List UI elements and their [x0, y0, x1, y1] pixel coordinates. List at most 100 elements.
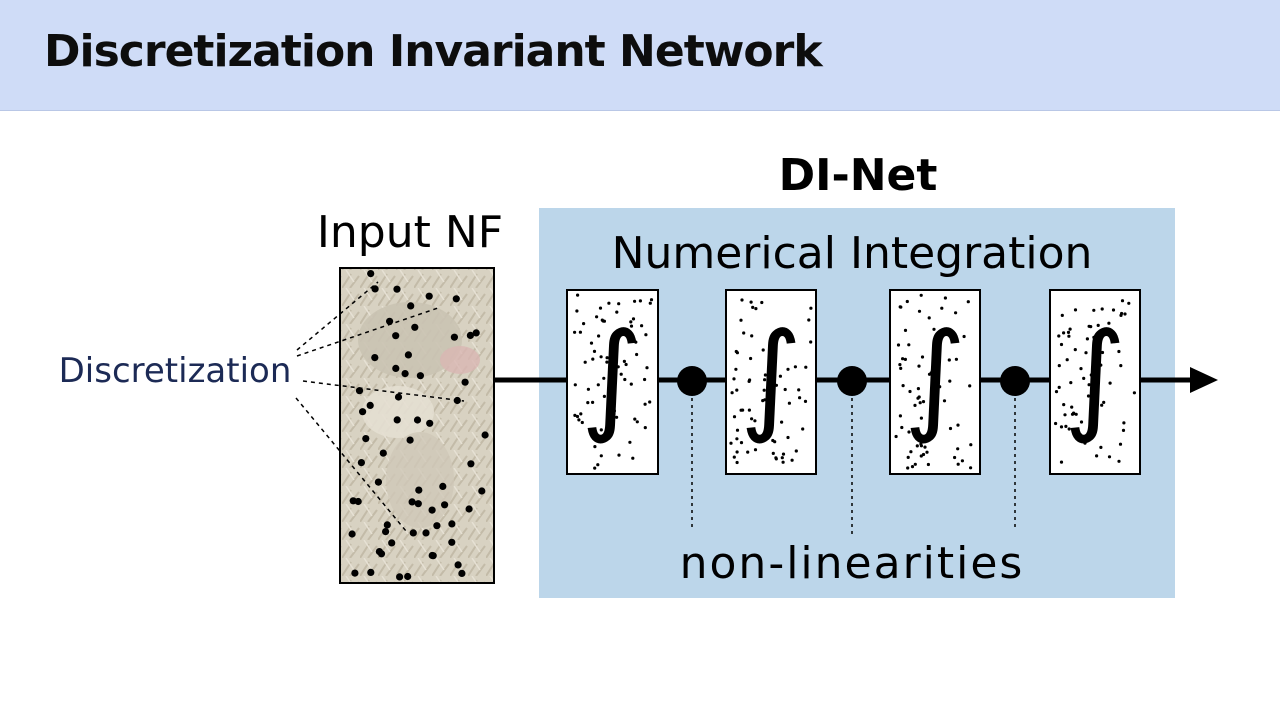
sample-point	[374, 478, 382, 486]
sample-point	[735, 388, 739, 392]
sample-point	[899, 305, 903, 309]
sample-point	[1069, 381, 1073, 385]
sample-point	[797, 388, 801, 392]
sample-point	[1067, 334, 1071, 338]
sample-point	[392, 332, 400, 340]
sample-point	[909, 450, 913, 454]
sample-point	[371, 354, 379, 362]
sample-point	[771, 349, 775, 353]
sample-point	[643, 377, 647, 382]
sample-point	[730, 391, 734, 395]
sample-point	[803, 399, 808, 403]
sample-point	[383, 521, 391, 529]
sample-point	[948, 426, 953, 431]
sample-point	[809, 340, 813, 344]
sample-point	[942, 399, 947, 403]
sample-point	[586, 387, 591, 391]
sample-point	[617, 453, 621, 457]
sample-point	[786, 435, 790, 440]
sample-point	[732, 455, 736, 459]
sample-point	[915, 431, 919, 435]
sample-point	[596, 463, 600, 467]
sample-point	[930, 368, 935, 373]
sample-point	[750, 334, 754, 338]
sample-point	[774, 457, 778, 461]
sample-point	[1091, 402, 1095, 406]
sample-point	[807, 318, 811, 322]
sample-point	[917, 309, 922, 313]
sample-point	[411, 323, 419, 331]
di-net-title: DI-Net	[779, 150, 938, 201]
sample-point	[1107, 455, 1112, 459]
sample-point	[596, 383, 600, 387]
sample-point	[1084, 351, 1088, 355]
sample-point	[732, 377, 736, 381]
sample-point	[898, 414, 903, 418]
nonlinearities-label: non-linearities	[680, 538, 1025, 589]
sample-point	[367, 568, 375, 577]
sample-point	[629, 320, 633, 324]
sample-point	[1057, 334, 1061, 338]
sample-point	[1085, 337, 1089, 341]
sample-point	[762, 388, 766, 392]
sample-point	[472, 329, 480, 337]
sample-point	[366, 401, 374, 409]
sample-point	[643, 402, 647, 406]
sample-point	[616, 365, 620, 369]
sample-point	[607, 396, 612, 400]
sample-point	[619, 372, 623, 376]
sample-point	[742, 331, 746, 335]
sample-point	[1132, 391, 1136, 395]
sample-point	[605, 356, 609, 360]
integral-symbol-1: ∫	[581, 308, 644, 447]
sample-point	[628, 440, 632, 444]
sample-point	[458, 569, 466, 578]
sample-point	[768, 360, 772, 364]
sample-point	[740, 298, 744, 302]
sample-point	[599, 355, 603, 359]
sample-point	[1092, 335, 1096, 339]
sample-point	[760, 300, 764, 305]
sample-point	[739, 408, 743, 412]
sample-point	[790, 337, 795, 341]
sample-point	[732, 415, 737, 419]
sample-point	[439, 482, 447, 490]
sample-point	[1079, 367, 1083, 371]
sample-point	[1054, 390, 1059, 394]
sample-point	[593, 466, 597, 470]
sample-point	[633, 299, 637, 303]
sample-point	[771, 451, 775, 455]
numerical-integration-label: Numerical Integration	[612, 228, 1093, 279]
sample-point	[780, 456, 784, 460]
sample-point	[1117, 349, 1121, 354]
sample-point	[781, 460, 785, 464]
sample-point	[938, 385, 942, 389]
integration-block-2: ∫	[725, 289, 817, 475]
sample-point	[809, 306, 813, 310]
sample-point	[901, 384, 905, 388]
sample-point	[919, 416, 924, 420]
sample-point	[735, 450, 739, 454]
sample-point	[392, 364, 400, 372]
sample-point	[607, 301, 611, 305]
sample-point	[1099, 445, 1103, 449]
sample-point	[735, 428, 740, 432]
sample-point	[948, 379, 952, 383]
sample-point	[1078, 433, 1082, 437]
sample-point	[913, 403, 917, 407]
sample-point	[969, 443, 973, 447]
sample-point	[947, 358, 951, 362]
sample-point	[622, 359, 627, 363]
sample-point	[1074, 412, 1078, 416]
sample-point	[382, 528, 390, 536]
sample-point	[617, 302, 621, 306]
sample-point	[766, 400, 770, 404]
sample-point	[926, 462, 931, 467]
sample-point	[595, 315, 599, 319]
sample-point	[1092, 308, 1096, 312]
sample-point	[1062, 331, 1066, 335]
sample-point	[586, 401, 590, 405]
sample-point	[1065, 358, 1069, 362]
nonlinearity-node-2	[837, 366, 867, 535]
sample-point	[433, 522, 441, 530]
